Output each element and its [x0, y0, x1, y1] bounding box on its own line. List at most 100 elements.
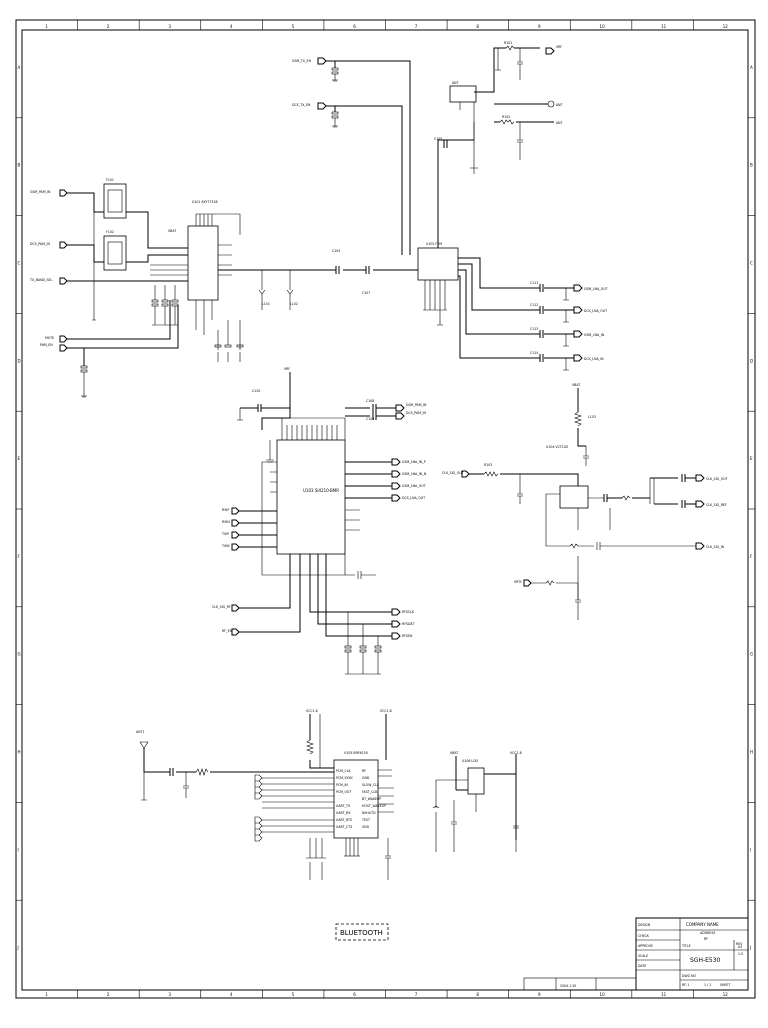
row-marker: B	[750, 163, 753, 168]
bt-right-pins: RFGNDSLOW_CLKFAST_CLKBT_WAKEUPHOST_WAKEU…	[361, 769, 386, 829]
row-marker: A	[18, 65, 21, 70]
svg-text:SCALE: SCALE	[638, 954, 648, 958]
svg-text:TITLE: TITLE	[681, 944, 691, 948]
svg-text:APPROVE: APPROVE	[638, 944, 653, 948]
row-marker: G	[750, 652, 753, 657]
row-marker: I	[750, 847, 751, 852]
bt-pin-label: UART_TX	[336, 804, 351, 808]
front-end-module: U102 FEM C105	[417, 137, 474, 326]
bt-pin-label: BT_WAKEUP	[362, 797, 381, 801]
pam-ref: U101 SKY77328	[192, 200, 218, 204]
svg-text:VCC1.8: VCC1.8	[510, 751, 522, 755]
row-marker: J	[749, 945, 751, 950]
row-marker: H	[750, 750, 753, 755]
svg-text:C120: C120	[252, 389, 260, 393]
bt-chip-ref: U105 BRF6150	[344, 751, 368, 755]
svg-text:TXIP: TXIP	[221, 532, 229, 536]
outer-border	[15, 19, 756, 999]
bt-pin-label: PCM_IN	[336, 783, 348, 787]
svg-text:DCS_LNA_IN: DCS_LNA_IN	[584, 357, 604, 361]
left-input-ports: GSM_PAM_IN DCS_PAM_IN TX_BAND_SEL MUTE P…	[29, 189, 188, 398]
transceiver-block: U103 SI4210-BMR VRF C120 GSM_PAM_IN DCS_…	[212, 367, 427, 675]
tx-enable-ports: GSM_TX_EN DCS_TX_EN	[292, 57, 411, 255]
drawing-number: RF-1	[682, 983, 689, 987]
row-marker: F	[750, 554, 753, 559]
svg-text:CLK_SIG_REF: CLK_SIG_REF	[706, 503, 727, 507]
column-marker: 12	[723, 24, 729, 29]
column-marker: 1	[45, 992, 48, 997]
bt-pin-label: SLOW_CLK	[362, 783, 380, 787]
svg-text:DATE: DATE	[638, 964, 646, 968]
rf-main-line: C103 C107 L101 L102	[218, 249, 418, 310]
fem-ref: U102 FEM	[426, 242, 442, 246]
svg-text:ANT: ANT	[556, 103, 563, 107]
svg-text:RFSCLK: RFSCLK	[402, 610, 415, 614]
tx-band-sel-label: TX_BAND_SEL	[29, 278, 53, 282]
column-marker: 9	[538, 24, 541, 29]
row-marker: D	[750, 358, 753, 363]
column-marker: 6	[353, 992, 356, 997]
column-marker: 12	[723, 992, 729, 997]
row-marker: D	[18, 358, 21, 363]
bluetooth-regulator: VBAT U106 LDO VCC1.8	[432, 751, 522, 852]
model-number: SGH-E530	[690, 957, 721, 964]
bt-pin-label: PCM_OUT	[336, 790, 351, 794]
antenna-connector: ANT R101 VRF ANT R102 ANT	[449, 41, 563, 174]
svg-text:DWG NO: DWG NO	[682, 974, 696, 978]
svg-text:CLK_SIG_OUT: CLK_SIG_OUT	[706, 477, 728, 481]
clock-block: VBAT L103 U104 VCTCXO CLK_SIG_OUT R103 C…	[442, 383, 728, 620]
svg-text:SHEET: SHEET	[720, 983, 730, 987]
svg-text:DCS_LNA_OUT: DCS_LNA_OUT	[584, 309, 607, 313]
svg-text:VBAT: VBAT	[572, 383, 580, 387]
row-marker: C	[750, 261, 753, 266]
column-marker: 11	[661, 992, 667, 997]
bt-pin-label: TEST	[361, 818, 370, 822]
column-marker: 8	[476, 24, 479, 29]
svg-text:L102: L102	[290, 302, 298, 306]
drawing-date: 2004.1.30	[560, 984, 576, 988]
svg-text:GSM_LNA_IN_P: GSM_LNA_IN_P	[402, 460, 426, 464]
bt-pin-label: NSHUTD	[362, 811, 376, 815]
svg-text:C114: C114	[530, 351, 538, 355]
svg-text:C105: C105	[434, 137, 442, 141]
company-name: COMPANY NAME	[686, 922, 719, 927]
bt-left-pins: PCM_CLKPCM_SYNCPCM_INPCM_OUTUART_TXUART_…	[336, 769, 354, 829]
column-marker: 10	[600, 24, 606, 29]
gsm-pam-in-label: GSM_PAM_IN	[30, 190, 51, 194]
bt-pin-label: UART_RTS	[336, 818, 352, 822]
svg-text:VRTC: VRTC	[514, 580, 523, 584]
svg-text:L103: L103	[588, 415, 596, 419]
revision: 1.0	[738, 952, 743, 956]
pam-en-label: PAM_EN	[40, 343, 53, 347]
svg-text:C113: C113	[530, 327, 538, 331]
svg-text:F101: F101	[106, 178, 114, 182]
bt-pin-label: GND	[362, 776, 370, 780]
row-marker: I	[18, 847, 19, 852]
drawing-title: RF	[704, 937, 708, 941]
mute-label: MUTE	[45, 336, 54, 340]
svg-text:DESIGN: DESIGN	[638, 923, 651, 927]
company-address: ADDRESS	[700, 931, 715, 935]
svg-text:DCS_PAM_IN: DCS_PAM_IN	[406, 411, 426, 415]
svg-text:ANT1: ANT1	[136, 730, 145, 734]
svg-text:GSM_LNA_IN: GSM_LNA_IN	[584, 333, 605, 337]
svg-text:U104 VCTCXO: U104 VCTCXO	[546, 445, 569, 449]
column-marker: 5	[292, 24, 295, 29]
lna-output-ports: GSM_LNA_OUT C111 DCS_LNA_OUT C112 GSM_LN…	[458, 257, 608, 371]
svg-text:R101: R101	[504, 41, 512, 45]
row-marker: A	[750, 65, 753, 70]
bt-pin-label: VDD	[362, 825, 370, 829]
svg-text:CHECK: CHECK	[638, 934, 650, 938]
input-filters: F101 F102	[92, 178, 190, 321]
svg-text:CLK_SIG_RF: CLK_SIG_RF	[212, 605, 231, 609]
svg-text:VCC1.8: VCC1.8	[380, 709, 392, 713]
bluetooth-block: ANT1 VCC1.8 U105 BRF6150 PCM_CLKPCM_SYNC…	[136, 709, 394, 880]
row-marker: E	[750, 456, 753, 461]
row-marker: F	[18, 554, 21, 559]
row-marker: E	[18, 456, 21, 461]
svg-text:C109: C109	[366, 417, 374, 421]
row-marker: G	[18, 652, 21, 657]
svg-text:U106 LDO: U106 LDO	[462, 759, 479, 763]
